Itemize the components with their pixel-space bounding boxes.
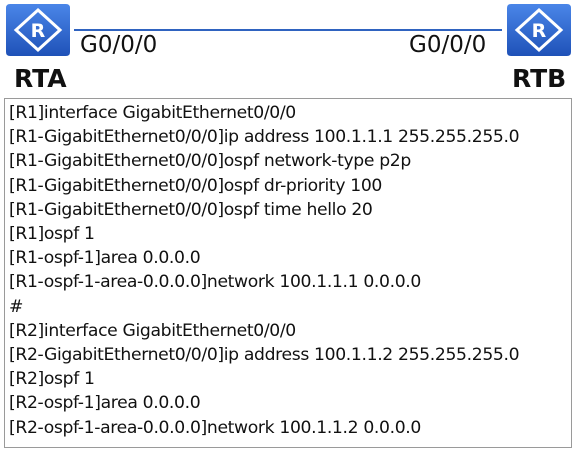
config-line: [R2-GigabitEthernet0/0/0]ip address 100.… <box>9 345 520 366</box>
config-line: [R2]ospf 1 <box>9 369 95 390</box>
config-line: [R1-GigabitEthernet0/0/0]ospf dr-priorit… <box>9 175 383 196</box>
router-icon: R <box>507 4 571 56</box>
config-line: [R1]ospf 1 <box>9 224 95 245</box>
config-line: # <box>9 296 24 317</box>
router-rtb: R <box>503 2 575 58</box>
config-box: [R1]interface GigabitEthernet0/0/0 [R1-G… <box>4 98 572 448</box>
router-symbol: R <box>31 20 46 42</box>
config-line: [R1-GigabitEthernet0/0/0]ospf network-ty… <box>9 151 411 172</box>
router-name-rtb: RTB <box>512 64 567 93</box>
config-line: [R2]interface GigabitEthernet0/0/0 <box>9 320 296 341</box>
config-line: [R1]interface GigabitEthernet0/0/0 <box>9 103 296 123</box>
link-line <box>74 29 502 31</box>
network-topology: R R G0/0/0 G0/0/0 RTA RTB <box>0 0 579 98</box>
router-icon: R <box>6 4 70 56</box>
config-line: [R2-ospf-1]area 0.0.0.0 <box>9 393 201 414</box>
port-label-rta: G0/0/0 <box>80 32 158 58</box>
config-line: [R2-ospf-1-area-0.0.0.0]network 100.1.1.… <box>9 417 422 438</box>
port-label-rtb: G0/0/0 <box>409 32 487 58</box>
config-line: [R1-GigabitEthernet0/0/0]ospf time hello… <box>9 199 373 220</box>
router-rta: R <box>2 2 74 58</box>
config-line: [R1-ospf-1-area-0.0.0.0]network 100.1.1.… <box>9 272 422 293</box>
config-line: [R1-GigabitEthernet0/0/0]ip address 100.… <box>9 127 520 148</box>
config-line: [R1-ospf-1]area 0.0.0.0 <box>9 248 201 269</box>
router-name-rta: RTA <box>14 64 67 93</box>
router-symbol: R <box>532 20 547 42</box>
